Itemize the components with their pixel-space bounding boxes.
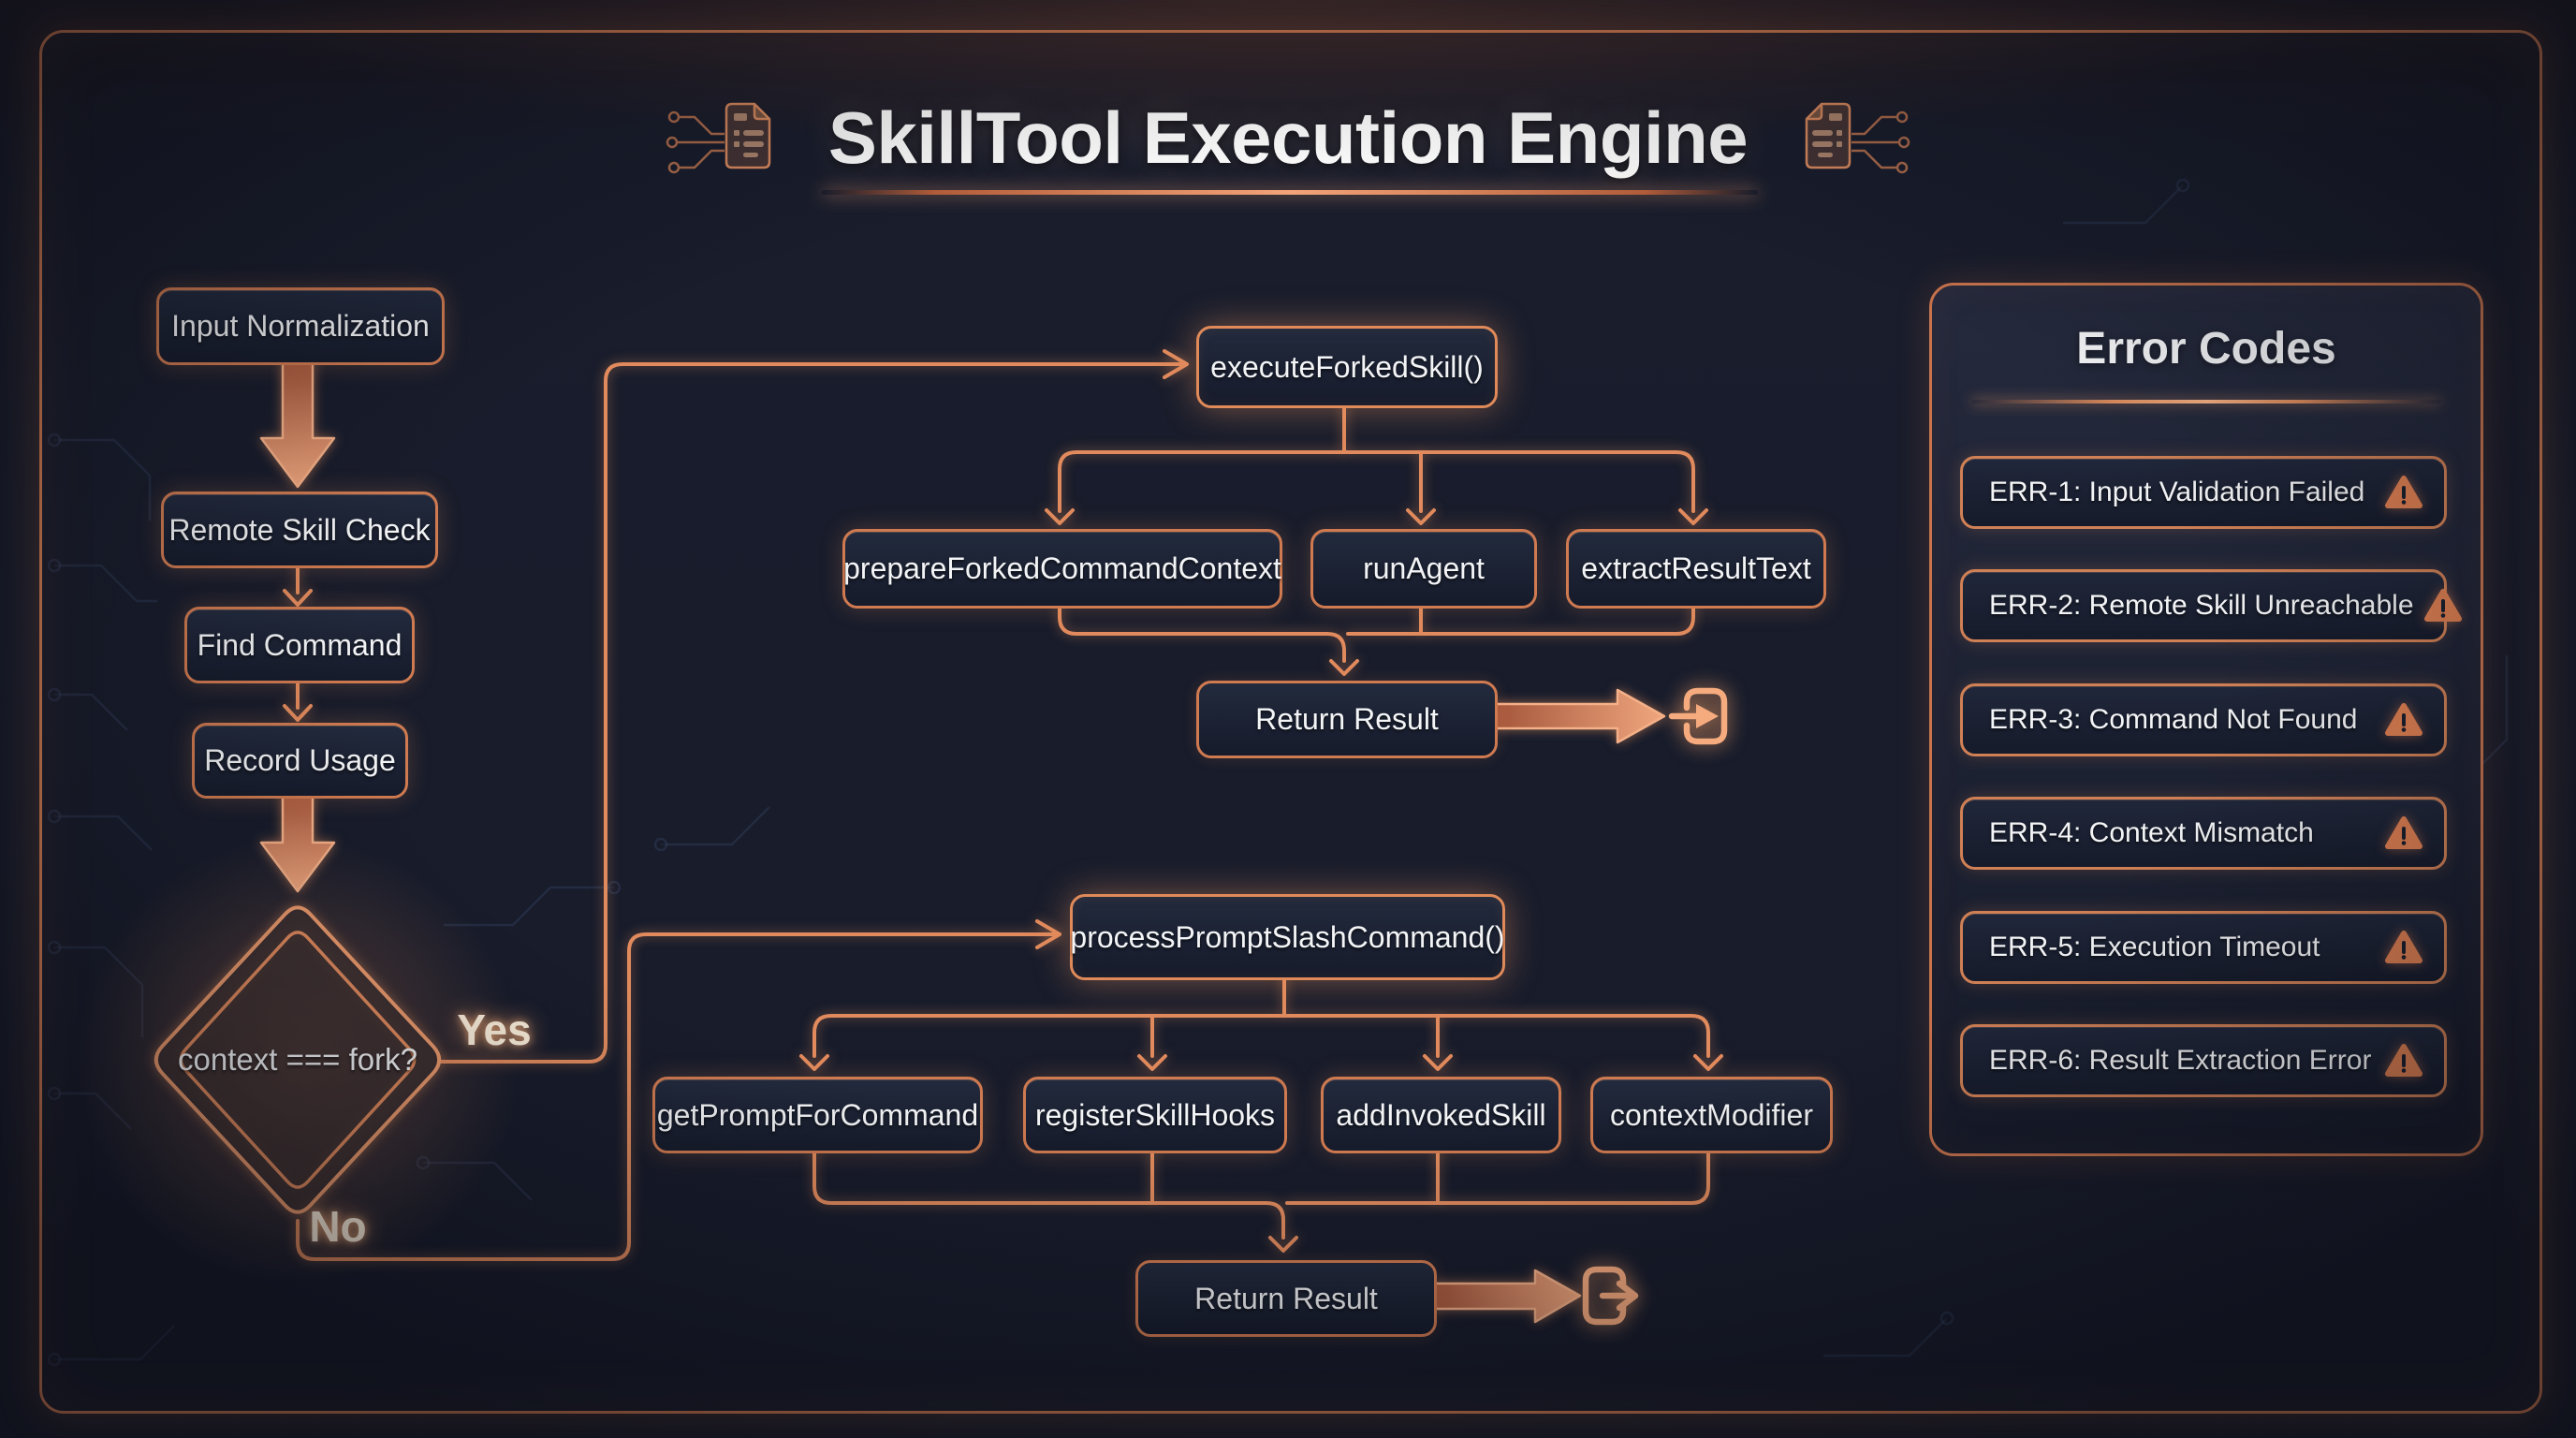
warning-triangle-icon <box>2423 589 2462 622</box>
error-item: ERR-5: Execution Timeout <box>1960 911 2447 984</box>
arrowhead-down-icon <box>1423 1054 1453 1071</box>
block-arrow-down-icon <box>259 792 336 893</box>
node-input-normalization: Input Normalization <box>156 287 445 365</box>
error-item-label: ERR-3: Command Not Found <box>1989 704 2358 735</box>
no-branch-label: No <box>309 1202 367 1251</box>
error-item-label: ERR-4: Context Mismatch <box>1989 817 2314 848</box>
arrowhead-down-icon <box>1137 1054 1167 1071</box>
node-add-invoked-skill: addInvokedSkill <box>1321 1077 1561 1153</box>
node-extract-result-text: extractResultText <box>1566 529 1826 609</box>
error-item-label: ERR-2: Remote Skill Unreachable <box>1989 590 2414 621</box>
node-prepare-forked-command-context: prepareForkedCommandContext <box>842 529 1282 609</box>
node-context-modifier: contextModifier <box>1590 1077 1833 1153</box>
error-codes-title: Error Codes <box>2076 324 2336 374</box>
warning-triangle-icon <box>2385 816 2422 849</box>
block-arrow-down-icon <box>259 360 336 489</box>
error-item: ERR-3: Command Not Found <box>1960 683 2447 756</box>
warning-triangle-icon <box>2385 931 2422 963</box>
warning-triangle-icon <box>2385 476 2422 508</box>
error-codes-divider <box>1971 400 2441 404</box>
node-register-skill-hooks: registerSkillHooks <box>1023 1077 1287 1153</box>
warning-triangle-icon <box>2385 1044 2422 1077</box>
block-arrow-right-icon <box>1431 1269 1582 1324</box>
slash-merge-left <box>812 1147 1285 1240</box>
node-fork-return-result: Return Result <box>1196 681 1498 758</box>
node-record-usage: Record Usage <box>192 723 408 799</box>
error-item-label: ERR-5: Execution Timeout <box>1989 932 2320 962</box>
error-codes-panel: Error Codes ERR-1: Input Validation Fail… <box>1929 283 2483 1156</box>
warning-triangle-icon <box>2385 703 2422 736</box>
slash-split-bar <box>812 1014 1710 1058</box>
fork-merge-right <box>1346 603 1695 636</box>
title-underline <box>822 190 1758 195</box>
error-item: ERR-1: Input Validation Failed <box>1960 456 2447 529</box>
node-find-command: Find Command <box>184 607 415 683</box>
fork-merge-left <box>1058 603 1346 663</box>
error-item-label: ERR-6: Result Extraction Error <box>1989 1045 2372 1076</box>
node-slash-return-result: Return Result <box>1135 1260 1437 1337</box>
error-item: ERR-6: Result Extraction Error <box>1960 1024 2447 1097</box>
node-remote-skill-check: Remote Skill Check <box>161 492 438 568</box>
node-run-agent: runAgent <box>1310 529 1537 609</box>
document-circuit-icon <box>666 102 771 174</box>
node-execute-forked-skill: executeForkedSkill() <box>1196 326 1498 408</box>
exit-door-icon <box>1582 1266 1639 1326</box>
arrowhead-down-icon <box>1693 1054 1723 1071</box>
error-item: ERR-4: Context Mismatch <box>1960 797 2447 870</box>
error-item-label: ERR-1: Input Validation Failed <box>1989 477 2365 507</box>
arrowhead-down-icon <box>1268 1236 1298 1253</box>
arrowhead-down-icon <box>799 1054 829 1071</box>
page-title: SkillTool Execution Engine <box>827 96 1749 179</box>
decision-label: context === fork? <box>178 1042 417 1077</box>
node-process-prompt-slash-command: processPromptSlashCommand() <box>1070 894 1505 980</box>
error-item: ERR-2: Remote Skill Unreachable <box>1960 569 2462 642</box>
arrowhead-down-icon <box>1329 659 1359 676</box>
slash-merge-right <box>1285 1147 1710 1205</box>
yes-branch-label: Yes <box>457 1005 532 1054</box>
fork-split-bar <box>1058 450 1695 513</box>
enter-door-icon <box>1668 687 1728 745</box>
document-circuit-icon <box>1805 102 1910 174</box>
node-get-prompt-for-command: getPromptForCommand <box>652 1077 983 1153</box>
block-arrow-right-icon <box>1492 688 1666 744</box>
